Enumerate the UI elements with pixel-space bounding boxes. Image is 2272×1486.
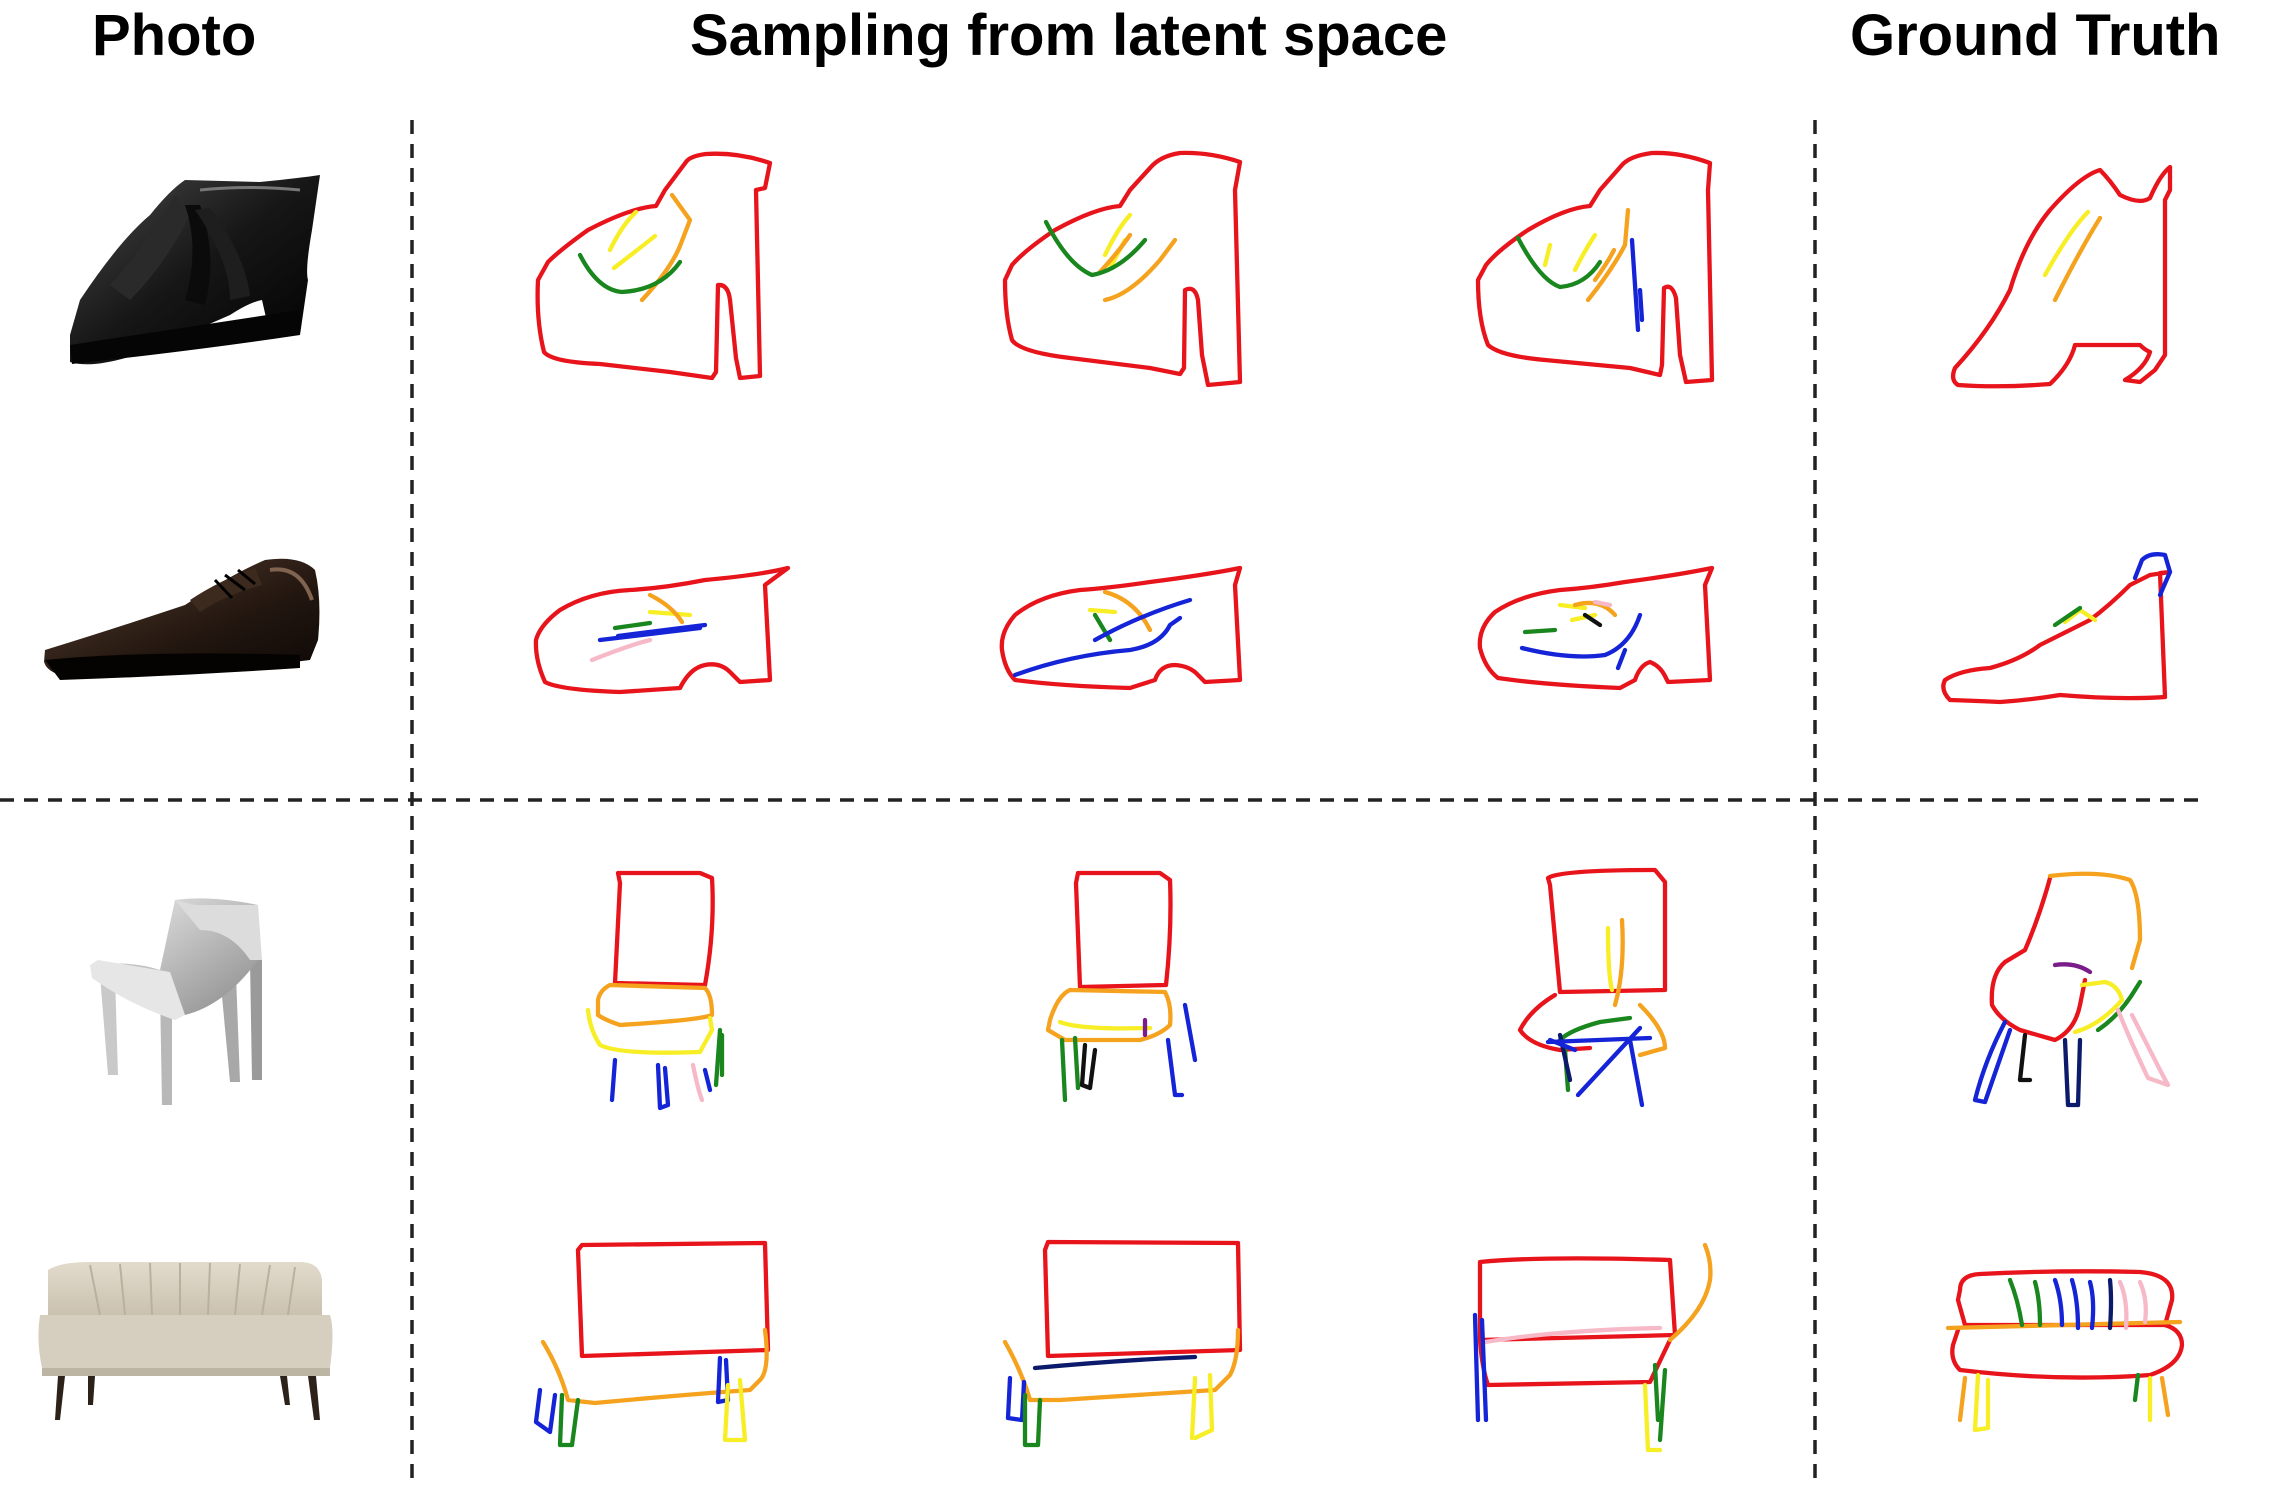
shoe1-sample-3 bbox=[1475, 150, 1715, 385]
shoe2-sample-3 bbox=[1477, 565, 1715, 691]
shoe1-ground-truth bbox=[1950, 164, 2173, 389]
beige-sofa-photo bbox=[38, 1262, 333, 1420]
sofa-sample-3 bbox=[1472, 1242, 1713, 1453]
brown-oxford-shoe-photo bbox=[44, 558, 320, 680]
sampling-header: Sampling from latent space bbox=[690, 3, 1448, 68]
chair-sample-2 bbox=[1045, 870, 1198, 1103]
sofa-sample-2 bbox=[1002, 1239, 1243, 1448]
ground-truth-header: Ground Truth bbox=[1850, 3, 2221, 68]
chair-ground-truth bbox=[1972, 871, 2171, 1108]
black-leather-heeled-shoe-photo bbox=[70, 175, 320, 365]
shoe1-sample-1 bbox=[535, 151, 773, 381]
shoe2-sample-2 bbox=[999, 565, 1243, 691]
grid-dividers bbox=[0, 120, 2205, 1486]
photo-header: Photo bbox=[92, 3, 257, 68]
shoe1-sample-2 bbox=[1002, 150, 1243, 388]
sofa-sample-1 bbox=[533, 1240, 771, 1448]
shoe2-sample-1 bbox=[533, 565, 791, 695]
shoe2-ground-truth bbox=[1941, 552, 2173, 705]
chair-sample-3 bbox=[1517, 867, 1668, 1108]
chair-sample-1 bbox=[585, 870, 725, 1111]
sofa-ground-truth bbox=[1945, 1269, 2185, 1433]
grey-armchair-photo bbox=[90, 898, 262, 1105]
